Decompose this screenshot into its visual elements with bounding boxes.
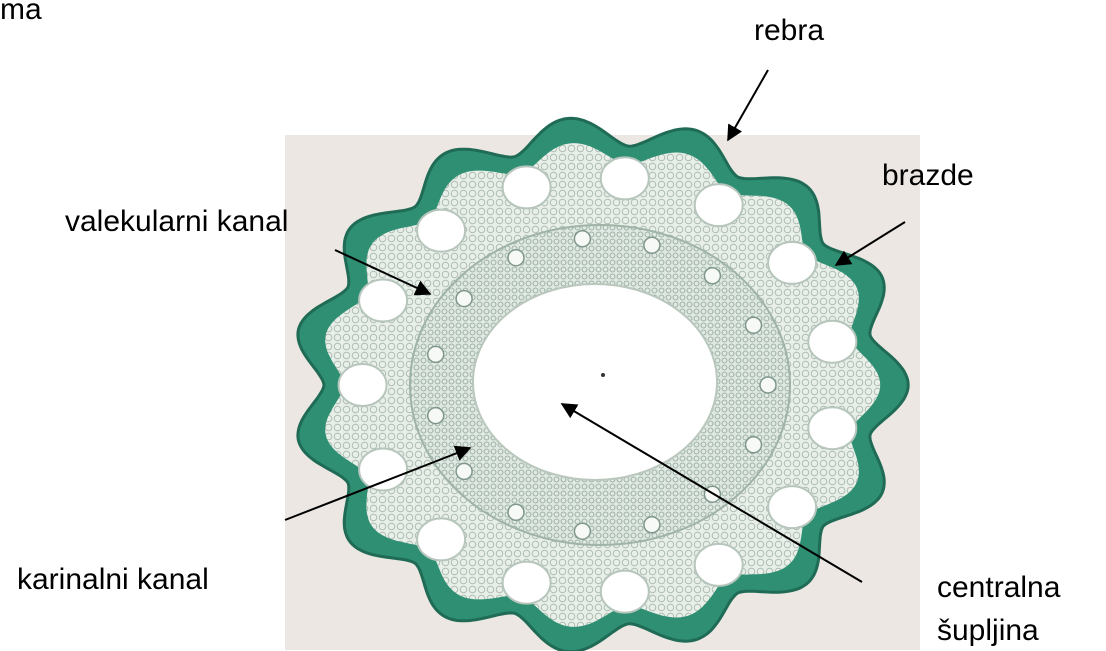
top-left-fragment-label: ma xyxy=(0,0,42,28)
carinal-canal xyxy=(574,231,590,247)
carinal-canal xyxy=(760,377,776,393)
carinal-canal xyxy=(644,517,660,533)
carinal-canal xyxy=(428,408,444,424)
vallecular-canal xyxy=(808,407,856,449)
carinal-canal xyxy=(746,437,762,453)
valekularni-kanal-label: valekularni kanal xyxy=(65,204,288,240)
vallecular-canal xyxy=(601,157,649,199)
vallecular-canal xyxy=(808,321,856,363)
vallecular-canal xyxy=(695,544,743,586)
rebra-label: rebra xyxy=(754,13,824,49)
carinal-canal xyxy=(428,346,444,362)
vallecular-canal xyxy=(359,449,407,491)
central-speck xyxy=(601,373,605,377)
carinal-canal xyxy=(456,291,472,307)
central-cavity xyxy=(473,284,717,480)
brazde-label: brazde xyxy=(882,158,974,194)
supljina-label: šupljina xyxy=(937,613,1039,649)
carinal-canal xyxy=(574,523,590,539)
carinal-canal xyxy=(508,250,524,266)
vallecular-canal xyxy=(417,210,465,252)
carinal-canal xyxy=(704,268,720,284)
carinal-canal xyxy=(508,504,524,520)
centralna-label: centralna xyxy=(937,570,1060,606)
vallecular-canal xyxy=(601,571,649,613)
rebra-arrow xyxy=(728,70,768,140)
carinal-canal xyxy=(456,463,472,479)
vallecular-canal xyxy=(768,242,816,284)
karinalni-kanal-label: karinalni kanal xyxy=(17,562,209,598)
vallecular-canal xyxy=(768,486,816,528)
carinal-canal xyxy=(746,317,762,333)
vallecular-canal xyxy=(359,280,407,322)
vallecular-canal xyxy=(503,562,551,604)
vallecular-canal xyxy=(503,166,551,208)
vallecular-canal xyxy=(339,364,387,406)
vallecular-canal xyxy=(417,518,465,560)
carinal-canal xyxy=(644,237,660,253)
vallecular-canal xyxy=(695,184,743,226)
